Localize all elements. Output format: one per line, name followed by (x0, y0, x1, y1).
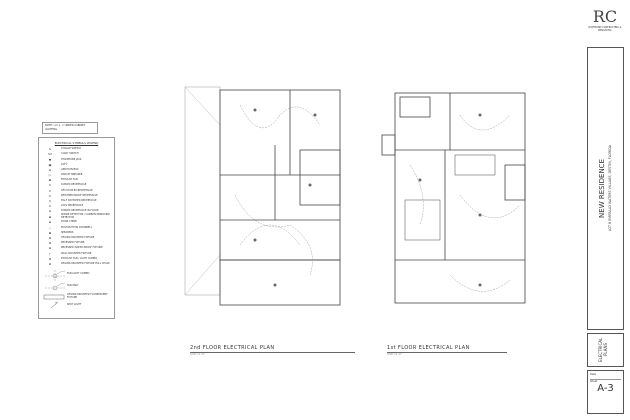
fan-light-icon (45, 269, 66, 281)
legend-label: WEATHER PROOF RECEPTACLE (61, 193, 98, 197)
legend-label: SMOKE DETECTOR / CARBON MONOXIDE DETECTO… (61, 213, 110, 220)
legend-item: ⊢ WALL MOUNTED FIXTURE (39, 251, 114, 256)
project-title-panel: NEW RESIDENCE LOT 8 EMERALD WATERS VILLA… (587, 47, 624, 330)
legend-label: SPEAKERS (61, 230, 74, 234)
legend-label: DUPLEX RECEPTACLE IN FLOOR (61, 209, 99, 213)
legend-symbol-icon: ▼ (48, 157, 52, 162)
legend-label: GFCI DUPLEX RECEPTACLE (61, 188, 93, 192)
legend-item: ⊖ DUPLEX RECEPTACLE IN FLOOR (39, 209, 114, 214)
second-floor-scale: 3/16"=1'-0" (190, 353, 205, 356)
legend-item: ⊠ SPEAKERS (39, 231, 114, 236)
legend-label: WALL MOUNTED FIXTURE (61, 251, 92, 255)
first-floor-scale: 3/16"=1'-0" (387, 353, 402, 356)
legend-symbol-icon: ▣ (48, 162, 52, 167)
legend-label: DUPLEX RECEPTACLE (61, 183, 87, 187)
legend-label: 3-WAY SWITCH (61, 152, 79, 156)
legend-symbol-icon: ⊠ (48, 230, 52, 235)
legend-label: RECESSED FIXTURE (61, 241, 85, 245)
legend-fan-light: FAN LIGHT COMBO (43, 269, 113, 281)
legend-symbol-icon: ▷ (48, 173, 52, 178)
legend-label: TELEPHONE JACK (61, 157, 82, 161)
first-floor-plan-drawing (381, 92, 526, 304)
legend-label: DOOR CHIME (61, 220, 77, 224)
legend-label: EXHAUST FAN / LIGHT COMBO (61, 256, 97, 260)
legend-item: ⊕ RECESSED FIXTURE (39, 241, 114, 246)
legend-item: ▣ CATV (39, 163, 114, 168)
legend-title: ELECTRICAL SYMBOLS LEGEND (54, 141, 99, 145)
legend-symbol-icon: ⊢ (48, 251, 52, 256)
legend-label: HALF SWITCHED RECEPTACLE (61, 199, 97, 203)
legend-label: EXHAUST FAN (61, 178, 78, 182)
second-floor-plan-drawing (184, 86, 341, 306)
legend-item: ⊟ DOOR CHIME (39, 220, 114, 225)
legend-label: 220V RECEPTACLE (61, 204, 84, 208)
electrical-legend: ELECTRICAL SYMBOLS LEGEND S TOGGLE SWITCH… (38, 137, 115, 319)
legend-symbol-icon: ⊡ (48, 167, 52, 172)
sheet-title: ELECTRICAL PLANS (597, 337, 608, 363)
legend-symbol-icon: ⊖ (48, 209, 52, 214)
project-location: LOT 8 EMERALD WATERS VILLAGE, DESTIN, FL… (608, 145, 612, 232)
legend-item: ▷ CIRCUIT BREAKER (39, 173, 114, 178)
first-floor-title-block: 1st FLOOR ELECTRICAL PLAN 3/16"=1'-0" (387, 345, 507, 356)
legend-item: ⊞ SMOKE DETECTOR / CARBON MONOXIDE DETECT… (39, 214, 114, 220)
project-name: NEW RESIDENCE (598, 159, 606, 218)
legend-item: ▼ TELEPHONE JACK (39, 157, 114, 162)
first-floor-title: 1st FLOOR ELECTRICAL PLAN (387, 345, 507, 353)
legend-item: ⦶ WEATHER PROOF RECEPTACLE (39, 194, 114, 199)
legend-spot: SPOT LIGHT (43, 301, 113, 310)
second-floor-title-block: 2nd FLOOR ELECTRICAL PLAN 3/16"=1'-0" (190, 345, 355, 356)
legend-symbol-icon: ⊟ (48, 220, 52, 225)
spot-light-icon (50, 302, 59, 309)
legend-label: RECESSED WATER PROOF FIXTURE (61, 246, 103, 250)
legend-fluorescent: CEILING MOUNTED FLUORESCENT FIXTURE (43, 293, 113, 301)
second-floor-title: 2nd FLOOR ELECTRICAL PLAN (190, 345, 355, 353)
legend-symbol-icon: ⦶ (48, 199, 52, 204)
legend-symbol-icon: ⊕ (48, 246, 52, 251)
legend-symbol-icon: ⦶ (48, 183, 52, 188)
fluorescent-icon (43, 294, 65, 300)
legend-symbol-icon: ⊕ (48, 235, 52, 240)
legend-label: CEILING MOUNTED FIXTURE (61, 235, 95, 239)
legend-item: ⊡ JUNCTION BOX (39, 168, 114, 173)
legend-item: S TOGGLE SWITCH (39, 147, 114, 152)
sheet-title-panel: ELECTRICAL PLANS (587, 333, 624, 367)
legend-symbol-icon: ⊕ (48, 241, 52, 246)
legend-item: S3 3-WAY SWITCH (39, 152, 114, 157)
legend-label: CIRCUIT BREAKER (61, 173, 83, 177)
legend-symbol-icon: S3 (48, 152, 52, 157)
legend-item: ⊗ EXHAUST FAN / LIGHT COMBO (39, 257, 114, 262)
legend-symbol-icon: ⦶ (48, 204, 52, 209)
legend-symbol-icon: ⦶ (48, 193, 52, 198)
legend-label: JUNCTION BOX (61, 167, 79, 171)
legend-symbol-icon: ⊞ (48, 214, 52, 219)
legend-symbol-icon: ⦶ (48, 188, 52, 193)
legend-item: ⦶ GFCI DUPLEX RECEPTACLE (39, 189, 114, 194)
legend-item: ⦶ HALF SWITCHED RECEPTACLE (39, 199, 114, 204)
legend-symbol-icon: ⊗ (48, 256, 52, 261)
legend-symbol-icon: ⊕ (48, 261, 52, 266)
legend-symbol-icon: ⊠ (48, 178, 52, 183)
sheet-number: A-3 (597, 383, 614, 394)
legend-item: ⦶ 220V RECEPTACLE (39, 204, 114, 209)
legend-label: TOGGLE SWITCH (61, 147, 82, 151)
legend-item: ⦶ DUPLEX RECEPTACLE (39, 183, 114, 188)
company-logo: RC RICHMOND CONTRACTING & DESIGN INC. (588, 7, 622, 33)
legend-label: CATV (61, 162, 68, 166)
legend-symbol-icon: • (49, 225, 51, 230)
legend-item: • PUSH BUTTON DOORBELL (39, 225, 114, 230)
fan-only-icon (45, 282, 66, 291)
legend-item: ⊕ CEILING MOUNTED FIXTURE (39, 236, 114, 241)
legend-item: ⊕ RECESSED WATER PROOF FIXTURE (39, 246, 114, 251)
legend-item: ⊠ EXHAUST FAN (39, 178, 114, 183)
legend-fan-only: FAN ONLY (43, 281, 113, 293)
sheet-number-panel: Date Sheet A-3 (587, 370, 624, 414)
legend-symbol-icon: S (49, 147, 51, 152)
legend-label: CEILING MOUNTED FIXTURE PULL CHAIN (61, 261, 110, 265)
legend-label: PUSH BUTTON DOORBELL (61, 225, 93, 229)
lighting-note: NOTE: U.C.L. = UNDER CABINET LIGHTING (42, 122, 98, 134)
legend-item: ⊕ CEILING MOUNTED FIXTURE PULL CHAIN (39, 262, 114, 267)
